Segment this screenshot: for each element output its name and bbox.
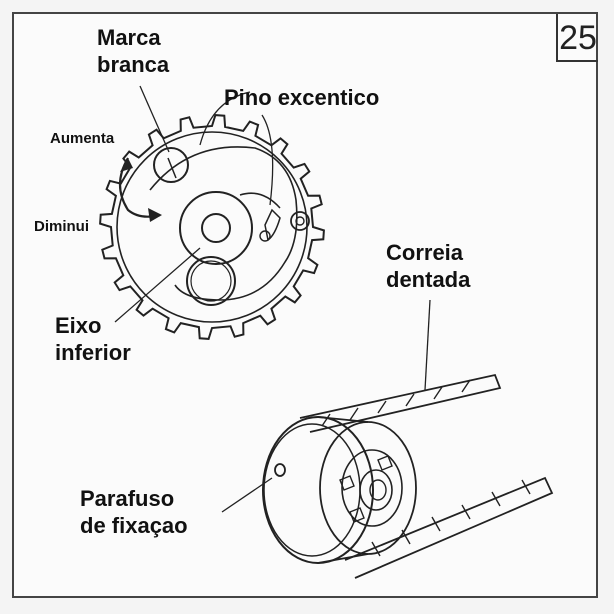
lower-shaft [179, 191, 253, 265]
label-pino-excentrico: Pino excentico [224, 85, 380, 110]
figure-number: 25 [556, 14, 598, 62]
label-diminui: Diminui [34, 218, 89, 235]
top-pulley [99, 85, 325, 340]
gear-teeth-outline [99, 114, 325, 340]
figure-frame [12, 12, 598, 598]
bottom-hole [186, 256, 236, 306]
label-parafuso-fixacao: Parafuso de fixaçao [80, 486, 188, 538]
eccentric-pin [290, 211, 310, 231]
lower-pulley [262, 416, 374, 564]
set-screw [274, 463, 286, 477]
white-mark-hole [153, 147, 189, 183]
label-marca-branca: Marca branca [97, 25, 170, 77]
label-eixo-inferior: Eixo inferior [55, 313, 131, 365]
label-correia-dentada: Correia dentada [386, 240, 471, 292]
timing-belt [299, 373, 502, 433]
belt-pulley-assembly [221, 299, 554, 579]
adjust-arrow [118, 157, 161, 218]
label-aumenta: Aumenta [50, 130, 115, 147]
